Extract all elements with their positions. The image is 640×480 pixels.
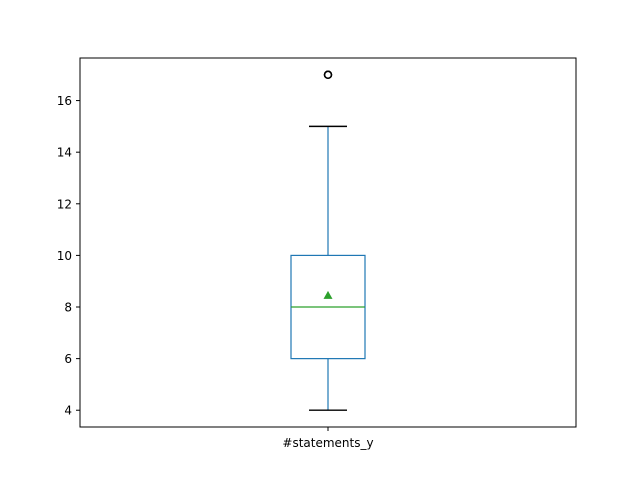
y-axis: 4 6 8 10 12 14 16 — [57, 94, 329, 431]
y-tick-label: 4 — [64, 404, 72, 418]
y-tick-label: 6 — [64, 352, 72, 366]
outlier-point — [323, 70, 333, 80]
plot-area — [290, 70, 366, 411]
y-tick-label: 14 — [57, 146, 72, 160]
mean-marker — [323, 290, 333, 299]
y-tick-label: 10 — [57, 249, 72, 263]
y-tick-label: 16 — [57, 94, 72, 108]
y-tick-label: 12 — [57, 197, 72, 211]
y-tick-label: 8 — [64, 301, 72, 315]
axes-frame — [79, 57, 577, 428]
x-tick-label: #statements_y — [282, 436, 373, 450]
